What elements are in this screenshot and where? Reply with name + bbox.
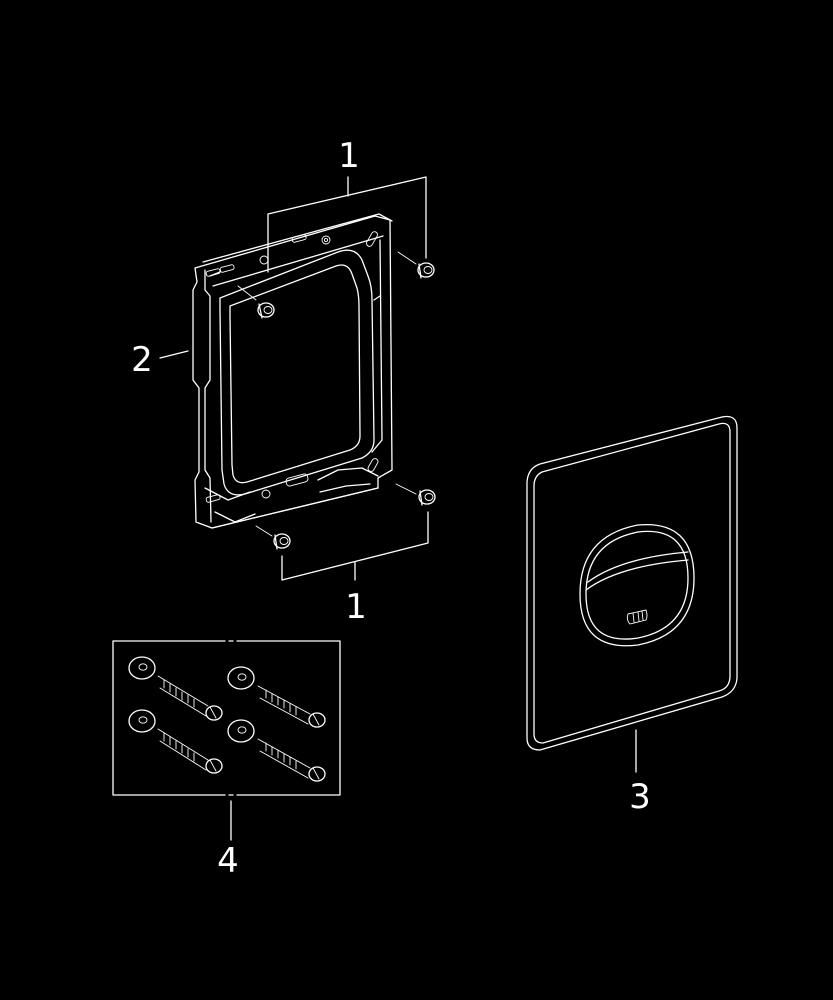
flush-button xyxy=(579,523,695,647)
callout-label-4: 4 xyxy=(217,841,239,881)
fixing-kit-box xyxy=(112,640,341,841)
callout-bracket-top xyxy=(267,176,427,273)
wall-plug-screw-3 xyxy=(128,709,223,774)
cover-plate xyxy=(526,415,738,751)
wall-plug-screw-1 xyxy=(128,656,223,721)
brand-logo xyxy=(626,609,648,625)
callout-leader-2 xyxy=(159,350,189,359)
mounting-frame xyxy=(192,213,393,529)
wall-plug-screw-4 xyxy=(227,719,326,782)
callout-label-1-bottom: 1 xyxy=(345,587,367,627)
wall-plug-screw-2 xyxy=(227,666,326,728)
screw-bottom-left xyxy=(255,525,291,550)
callout-bracket-bottom xyxy=(281,511,429,581)
screw-top-left xyxy=(237,285,275,319)
screw-bottom-right xyxy=(395,483,436,506)
callout-label-1-top: 1 xyxy=(338,136,360,176)
callout-label-3: 3 xyxy=(629,777,651,817)
screw-top-right xyxy=(397,251,435,279)
callout-label-2: 2 xyxy=(131,340,153,380)
